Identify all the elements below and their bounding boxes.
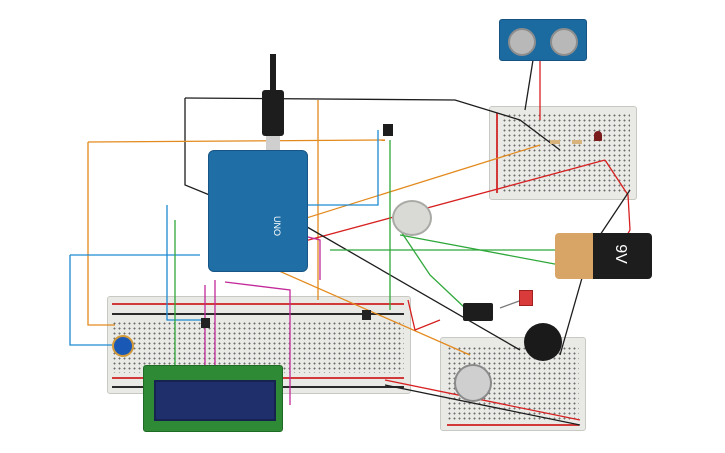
dc-motor[interactable] xyxy=(392,200,432,236)
wire-black-top xyxy=(184,97,561,151)
wire-red-switch xyxy=(407,299,441,331)
wire-black-sonar xyxy=(524,59,534,111)
breadboard-top-right[interactable] xyxy=(489,106,637,200)
slide-switch[interactable] xyxy=(519,290,533,306)
wire-gray-a xyxy=(499,299,523,309)
wire-blue-mid xyxy=(166,205,210,321)
ic-left[interactable] xyxy=(201,318,210,328)
wire-magenta-c xyxy=(224,281,291,405)
wire-green-d xyxy=(399,234,561,266)
usb-cable[interactable] xyxy=(262,54,284,150)
lcd-display[interactable] xyxy=(143,365,283,432)
ultrasonic-sensor[interactable] xyxy=(499,19,587,61)
gas-sensor[interactable] xyxy=(454,364,492,402)
wire-red-diag xyxy=(289,159,606,246)
led[interactable] xyxy=(594,131,602,141)
wire-orange-left xyxy=(87,142,115,326)
holes-top-right xyxy=(502,113,630,193)
wire-green-c xyxy=(399,229,466,309)
rail-red-left xyxy=(496,113,498,193)
pushbutton[interactable] xyxy=(383,124,393,136)
potentiometer[interactable] xyxy=(112,335,134,357)
wire-black-diag xyxy=(294,219,521,351)
wire-orange-top xyxy=(87,139,386,143)
arduino-board[interactable]: UNO xyxy=(208,150,308,272)
wire-black-bottom xyxy=(384,384,581,426)
rail-red-top xyxy=(112,303,404,305)
usb-plug xyxy=(266,136,280,150)
ic-right[interactable] xyxy=(362,310,371,320)
wire-black-usb-loop xyxy=(184,98,213,197)
rail-black-top xyxy=(112,313,404,315)
buzzer[interactable] xyxy=(524,323,562,361)
wire-blue-left xyxy=(69,255,112,346)
relay[interactable] xyxy=(463,303,493,321)
battery[interactable]: 9V xyxy=(555,233,652,279)
sonar-eye-left xyxy=(508,28,536,56)
battery-cap xyxy=(555,233,593,279)
battery-label: 9V xyxy=(611,244,629,264)
sonar-eye-right xyxy=(550,28,578,56)
lcd-screen xyxy=(154,380,276,421)
holes-main xyxy=(112,321,404,373)
rail-red-bottom-right xyxy=(447,424,579,426)
wire-red-bottom xyxy=(384,379,581,421)
arduino-label: UNO xyxy=(272,216,282,236)
resistor-top-right[interactable] xyxy=(550,140,560,144)
battery-body xyxy=(593,233,652,279)
usb-cable-wire xyxy=(270,54,276,90)
resistor-top-right-2[interactable] xyxy=(572,140,582,144)
